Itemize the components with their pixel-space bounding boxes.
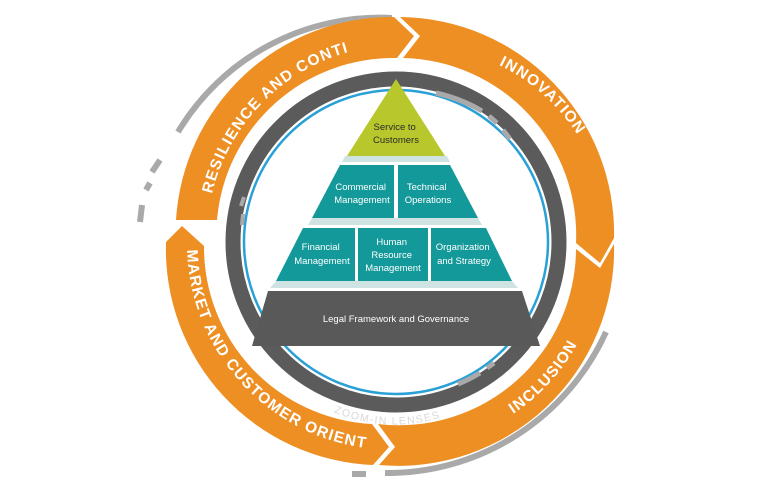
- ring-segment-inclusion: [378, 244, 615, 466]
- human-resource-management-label: Human Resource Management: [365, 237, 421, 274]
- pyramid-box-organization-and-strategy: [431, 228, 512, 281]
- pyramid: Service to Customers Commercial Manageme…: [252, 79, 540, 346]
- pyramid-box-technical-operations: [398, 165, 478, 218]
- pyramid-top-service-to-customers: [347, 79, 445, 156]
- pyramid-base-legal-framework: [252, 291, 540, 346]
- orange-ring: [165, 16, 615, 466]
- financial-management-label: Financial Management: [294, 242, 350, 267]
- pyramid-box-human-resource-management: [358, 228, 428, 281]
- pyramid-top-label: Service to Customers: [373, 122, 419, 146]
- pyramid-box-commercial-management: [312, 165, 394, 218]
- ring-segment-resilience: [176, 16, 414, 220]
- commercial-management-label: Commercial Management: [334, 182, 390, 206]
- ring-segment-innovation: [400, 17, 615, 263]
- outer-accent-arcs: [137, 14, 609, 477]
- inner-accent-arcs: [239, 90, 512, 387]
- pyramid-box-financial-management: [276, 228, 355, 281]
- ring-segment-market: [165, 226, 389, 465]
- legal-framework-label: Legal Framework and Governance: [323, 314, 469, 325]
- technical-operations-label: Technical Operations: [405, 182, 452, 206]
- organization-and-strategy-label: Organization and Strategy: [436, 242, 493, 267]
